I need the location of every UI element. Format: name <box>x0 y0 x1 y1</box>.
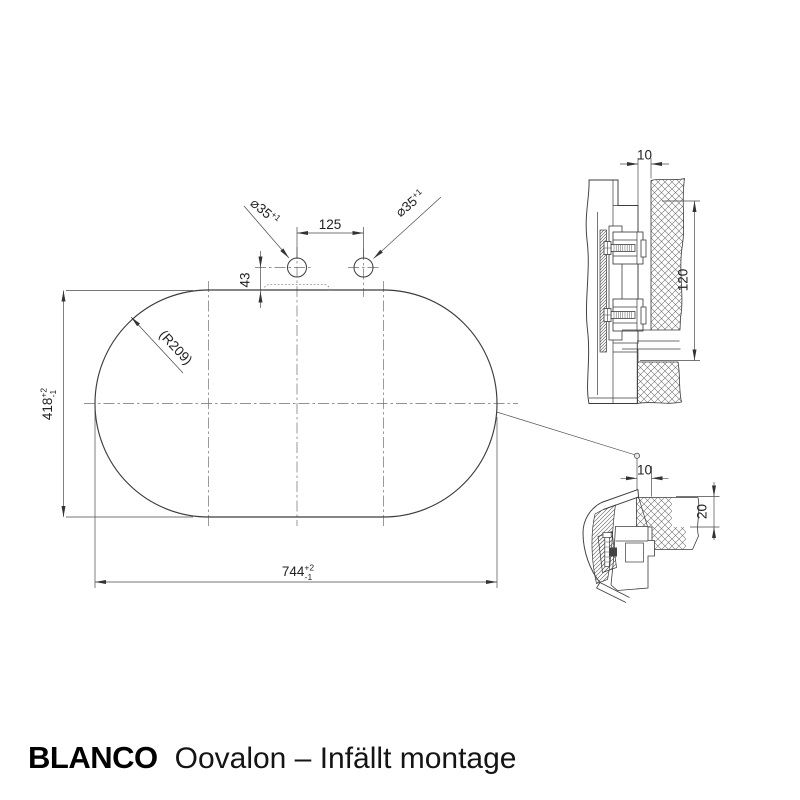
countertop-rebate-lower <box>652 527 686 550</box>
clamp-screw-threads <box>605 541 610 563</box>
height-dimension-label: 418+2-1 <box>39 388 59 420</box>
countertop-section-upper <box>650 177 685 331</box>
dim-counter-thickness-arrows <box>712 485 716 538</box>
bracket-detail-lines <box>615 496 648 542</box>
leader-hole-left-arrow <box>280 248 289 258</box>
leader-hole-right <box>373 196 442 259</box>
dim-gap-top <box>620 158 669 205</box>
rim-outer-arc <box>582 502 602 583</box>
hole-offset-label: 43 <box>238 272 253 287</box>
sink-cutout-outline <box>94 289 498 518</box>
rim-bottom-faces <box>596 582 630 603</box>
bottom-section-detail: 10 20 <box>582 458 720 603</box>
clamp-screw-head <box>602 532 612 538</box>
dim-hole-offset-arrows <box>258 256 263 303</box>
leader-radius <box>130 316 184 374</box>
corner-radius-label: (R209) <box>156 327 195 367</box>
recess-depth-label: 120 <box>676 269 691 292</box>
support-ledge-lines <box>622 329 681 362</box>
hole-spacing-label: 125 <box>319 217 342 232</box>
dim-hole-spacing <box>296 227 364 259</box>
leader-hole-left <box>243 205 290 259</box>
dim-height <box>63 290 193 518</box>
dim-width <box>94 410 498 588</box>
center-lines <box>84 247 518 526</box>
detail-reference-leader <box>496 411 638 456</box>
dim-recess-depth <box>640 200 700 361</box>
leader-hole-right-arrow <box>373 249 383 259</box>
dim-gap-bottom <box>620 458 669 497</box>
dim-gap-top-arrows <box>627 162 662 166</box>
width-dimension-label: 744+2-1 <box>282 563 314 583</box>
tap-ledge-hidden-edge <box>263 284 331 292</box>
hole-right-diameter-label: ⌀35+1 <box>392 186 428 220</box>
counter-thickness-label: 20 <box>695 504 710 519</box>
dim-gap-bottom-arrows <box>626 476 663 481</box>
countertop-section-lower <box>637 361 682 404</box>
clamp-nut <box>609 547 617 557</box>
leader-radius-arrow <box>131 317 140 327</box>
clamp-bracket-pocket <box>625 542 644 563</box>
gap-top-label: 10 <box>637 148 652 163</box>
detail-reference-dot <box>634 452 641 459</box>
technical-drawing: 125 43 ⌀35+1 ⌀35+1 (R209) 418+2-1 744+2-… <box>39 148 720 603</box>
rim-top-faces <box>601 489 639 510</box>
top-section-detail: 10 120 <box>585 148 700 404</box>
brand-logo: BLANCO <box>28 740 158 775</box>
hole-left-diameter-label: ⌀35+1 <box>247 194 283 228</box>
plan-view: 125 43 ⌀35+1 ⌀35+1 (R209) 418+2-1 744+2-… <box>39 186 641 588</box>
gap-bottom-label: 10 <box>637 463 652 478</box>
drawing-title: Oovalon – Infällt montage <box>174 742 517 775</box>
title-block: BLANCO Oovalon – Infällt montage <box>28 740 517 776</box>
sink-flange-hatched <box>599 229 607 353</box>
countertop-rebate-upper <box>636 497 672 527</box>
